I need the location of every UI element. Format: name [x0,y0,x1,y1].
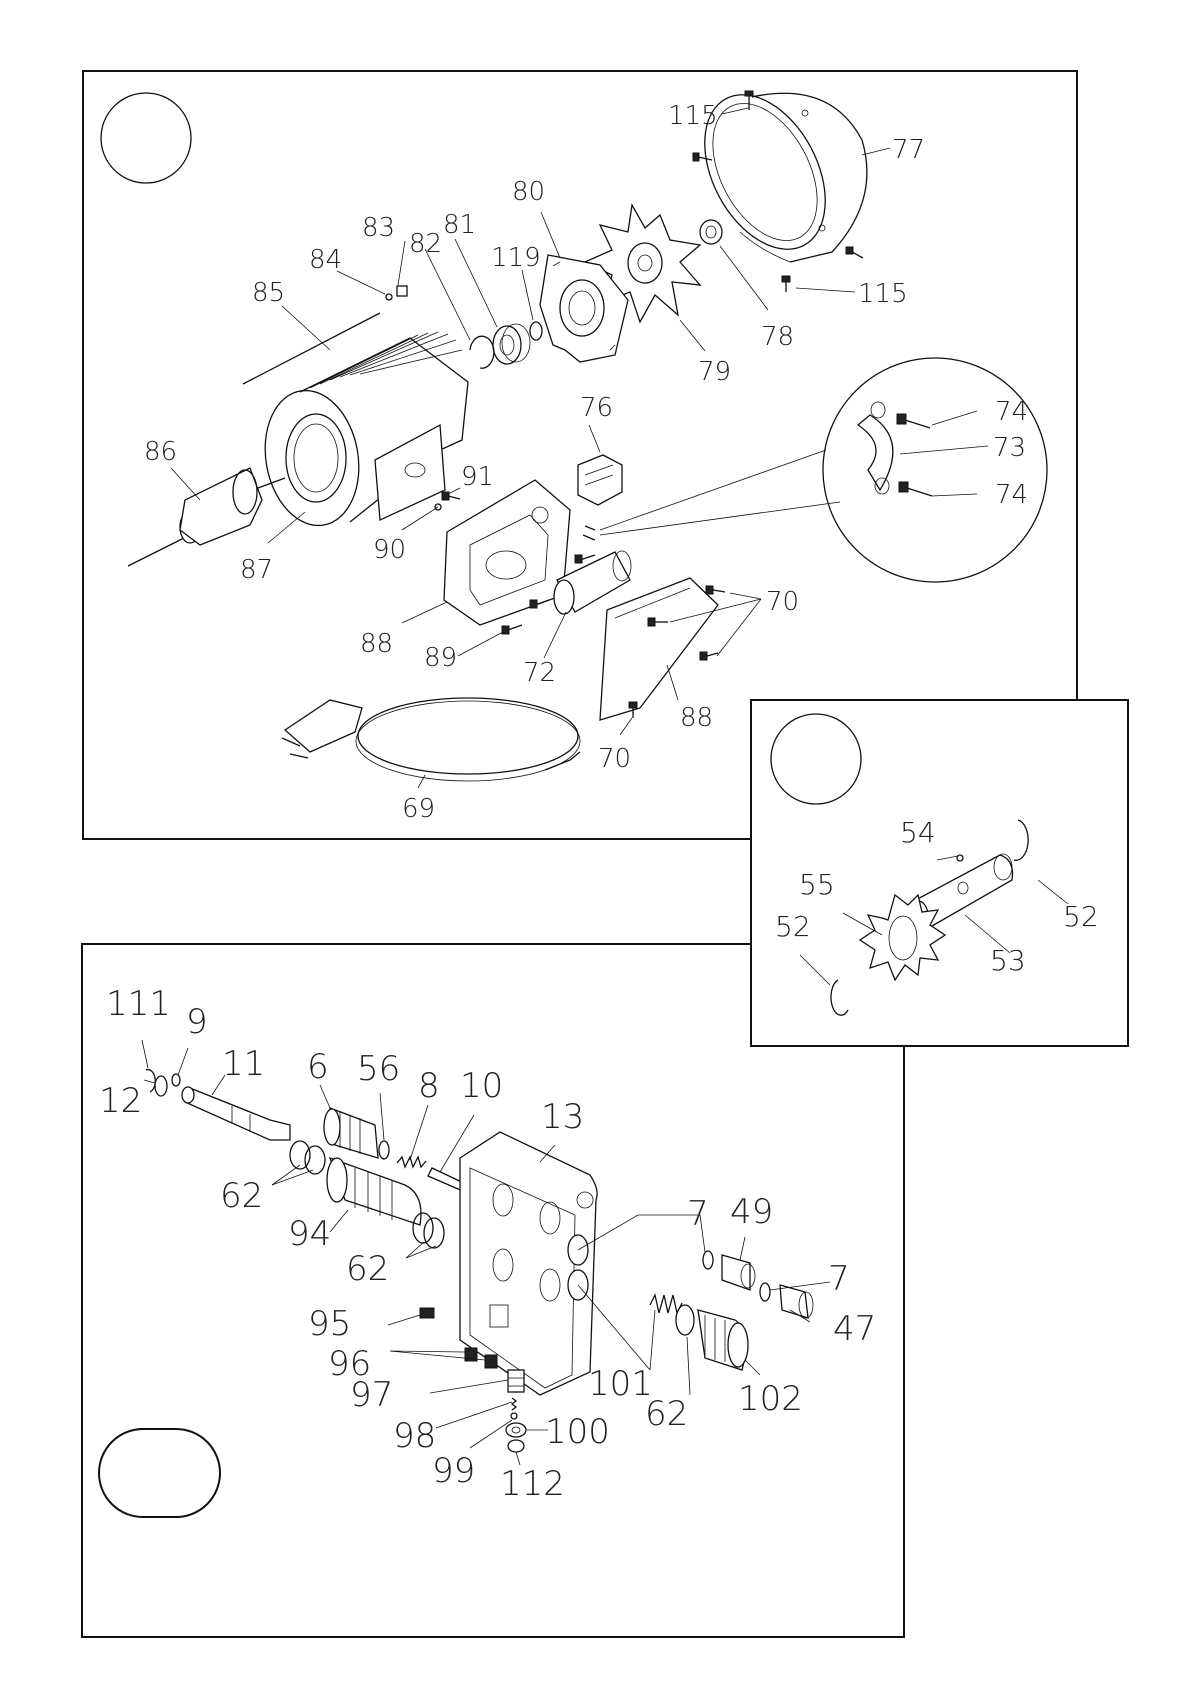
part-circlip-82 [470,336,494,368]
label-10: 10 [460,1066,503,1106]
label-115-top: 115 [668,101,718,131]
part-power-cable [282,698,580,781]
motor-panel-marker [101,93,191,183]
label-62-top: 62 [220,1176,263,1216]
label-7-right: 7 [828,1259,850,1299]
part-small-washer [386,294,392,300]
part-plug-47 [780,1285,813,1318]
gear-drawing [800,820,1068,1015]
label-119: 119 [491,243,541,273]
label-97: 97 [350,1375,393,1415]
label-81: 81 [443,210,476,240]
label-62-bottom: 62 [645,1394,688,1434]
part-spring-98 [512,1398,516,1410]
part-oring-62c [676,1305,694,1335]
gear-panel-marker [771,714,861,804]
part-motor-housing [255,332,468,533]
label-112: 112 [500,1464,565,1504]
part-circlip-112 [508,1440,524,1452]
part-oring-7a [703,1251,713,1269]
label-87: 87 [240,555,273,585]
label-7-top: 7 [687,1194,709,1234]
part-tie-rod [243,313,380,384]
motor-drawing [128,74,1047,788]
label-77: 77 [892,135,925,165]
label-100: 100 [545,1412,610,1452]
label-53: 53 [990,944,1026,977]
label-52-left: 52 [775,910,811,943]
label-70-bottom: 70 [598,744,631,774]
part-oring-7b [760,1283,770,1301]
label-47: 47 [833,1309,876,1349]
label-6: 6 [307,1047,329,1087]
label-12: 12 [99,1081,142,1121]
part-rotor [128,468,285,566]
clamp-detail [600,358,1047,582]
part-cage-97 [508,1370,524,1392]
part-circlip-119 [530,322,542,340]
label-11: 11 [222,1044,265,1084]
pump-panel-marker [99,1429,220,1517]
label-82: 82 [409,229,442,259]
label-80: 80 [512,177,545,207]
label-49: 49 [730,1192,773,1232]
part-seat-100 [506,1423,526,1437]
label-90: 90 [373,535,406,565]
label-84: 84 [309,245,342,275]
label-8: 8 [418,1066,440,1106]
label-76: 76 [580,393,613,423]
part-plug-96b [485,1355,497,1368]
part-junction-box [444,480,570,625]
label-54: 54 [900,816,936,849]
part-oring-9 [172,1074,180,1086]
part-bearing [493,324,530,364]
label-111: 111 [106,984,171,1024]
label-83: 83 [362,213,395,243]
label-74-bottom: 74 [995,480,1028,510]
label-88-cover: 88 [680,703,713,733]
part-piston [182,1087,290,1140]
label-70-top: 70 [766,587,799,617]
part-circlip-52-right [1014,820,1028,860]
part-valve-6 [324,1108,378,1158]
label-79: 79 [698,357,731,387]
label-102: 102 [738,1379,803,1419]
label-89: 89 [424,643,457,673]
part-washer-12 [155,1076,167,1096]
label-88-box: 88 [360,629,393,659]
label-85: 85 [252,278,285,308]
part-valve-49 [722,1255,755,1290]
part-switch [578,455,622,505]
label-73: 73 [993,433,1026,463]
part-washer [700,220,722,244]
part-cap-102 [698,1310,748,1370]
label-98: 98 [393,1416,436,1456]
label-115-bottom: 115 [858,279,908,309]
label-69: 69 [402,794,435,824]
label-78: 78 [761,322,794,352]
label-91: 91 [461,462,494,492]
part-pump-body [460,1132,597,1395]
label-62-mid: 62 [346,1249,389,1289]
label-72: 72 [523,658,556,688]
part-cover-plate [600,578,718,720]
label-52-right: 52 [1063,900,1099,933]
label-56: 56 [357,1049,400,1089]
label-101: 101 [588,1364,653,1404]
part-nut [397,286,407,296]
label-99: 99 [432,1451,475,1491]
part-plug-95 [420,1308,434,1318]
part-oring-56 [379,1141,389,1159]
label-94: 94 [288,1214,331,1254]
label-9: 9 [186,1002,208,1042]
label-86: 86 [144,437,177,467]
label-13: 13 [541,1097,584,1137]
label-95: 95 [308,1304,351,1344]
part-cartridge-94 [327,1158,421,1225]
label-74-top: 74 [995,397,1028,427]
part-spring-8 [397,1157,426,1167]
part-circlip-52-left [831,980,848,1015]
label-55: 55 [799,868,835,901]
